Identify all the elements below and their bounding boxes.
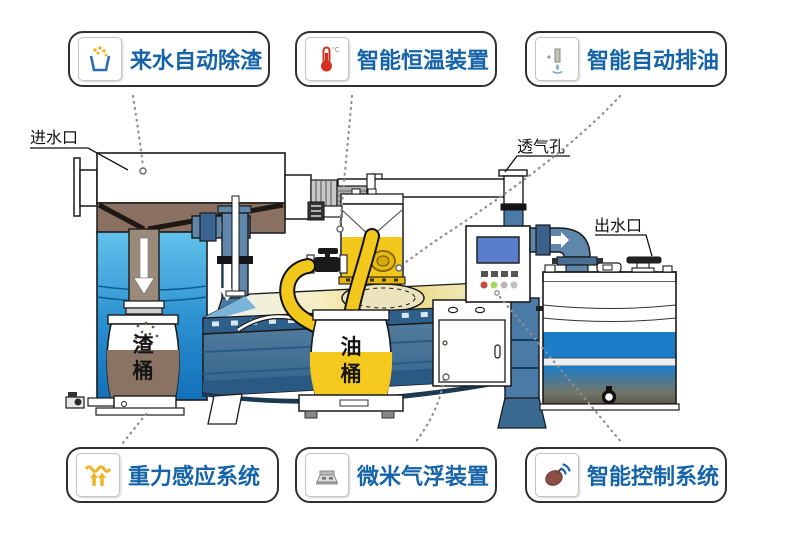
slag-debris — [134, 321, 159, 352]
tank-drain-ring — [601, 386, 617, 405]
door-handle — [494, 344, 501, 359]
bucket-debris-icon — [78, 37, 122, 81]
callout-auto-deslag: 来水自动除渣 — [68, 31, 270, 87]
flow-arrow-right — [551, 236, 561, 244]
slag-bucket-label-2: 桶 — [133, 359, 154, 383]
heater-motor — [307, 201, 343, 221]
control-panel — [465, 225, 531, 303]
thermometer-icon: °C — [305, 37, 349, 81]
inlet-label: 进水口 — [30, 129, 78, 147]
callout-label: 智能控制系统 — [587, 464, 720, 489]
callout-thermostat: °C 智能恒温装置 — [295, 31, 497, 87]
callout-auto-oil-drain: 智能自动排油 — [525, 31, 727, 87]
oil-bucket-label-2: 桶 — [341, 362, 362, 386]
weighing-platform — [298, 394, 404, 419]
slag-drop-pipe — [123, 228, 165, 315]
slag-hopper — [96, 202, 286, 234]
cabinet-door — [438, 319, 506, 383]
slag-bucket-label-1: 渣 — [133, 333, 155, 357]
oil-drain-icon — [535, 37, 579, 81]
oil-bucket-label-1: 油 — [341, 336, 362, 359]
outlet-flange — [626, 256, 662, 273]
panel-indicator-lights — [480, 281, 518, 289]
diagram-labels: 进水口 透气孔 出水口 — [30, 129, 653, 257]
aerator-icon — [305, 453, 349, 497]
tank-leg-left — [207, 393, 243, 425]
svg-text:°C: °C — [332, 46, 340, 54]
panel-buttons — [481, 271, 518, 277]
outlet-label: 出水口 — [594, 217, 642, 235]
vent-pipe — [498, 169, 528, 229]
flow-arrow-down — [224, 264, 231, 288]
leader-terminus — [494, 290, 500, 296]
screen-box — [96, 152, 286, 204]
callout-label: 微米气浮装置 — [357, 464, 490, 489]
leader-terminals — [139, 167, 450, 381]
outlet-elbow-pipe — [529, 224, 603, 274]
inlet-flange — [73, 157, 98, 217]
clean-water-tank — [539, 256, 680, 411]
vent-label: 透气孔 — [517, 138, 565, 156]
gravity-arrows-icon — [76, 453, 120, 497]
panel-screen — [476, 236, 520, 264]
slag-bucket-base — [65, 392, 185, 416]
inspection-port — [596, 262, 622, 273]
satellite-dish-icon — [535, 453, 579, 497]
oil-bucket: 油 桶 — [298, 309, 404, 419]
callout-label: 来水自动除渣 — [130, 48, 263, 73]
callout-label: 智能恒温装置 — [357, 48, 490, 73]
callout-smart-control: 智能控制系统 — [525, 447, 727, 503]
drain-valve — [65, 392, 85, 409]
flow-arrow-down — [139, 237, 149, 279]
callout-leader-lines — [120, 94, 624, 446]
oil-port — [370, 250, 396, 272]
callout-label: 智能自动排油 — [587, 48, 720, 73]
callout-micro-air-flotation: 微米气浮装置 — [295, 447, 497, 503]
access-cabinet — [432, 299, 512, 387]
callout-label: 重力感应系统 — [128, 464, 261, 489]
callout-gravity-sensing: 重力感应系统 — [66, 447, 279, 503]
slag-bucket: 渣 桶 — [106, 314, 180, 400]
